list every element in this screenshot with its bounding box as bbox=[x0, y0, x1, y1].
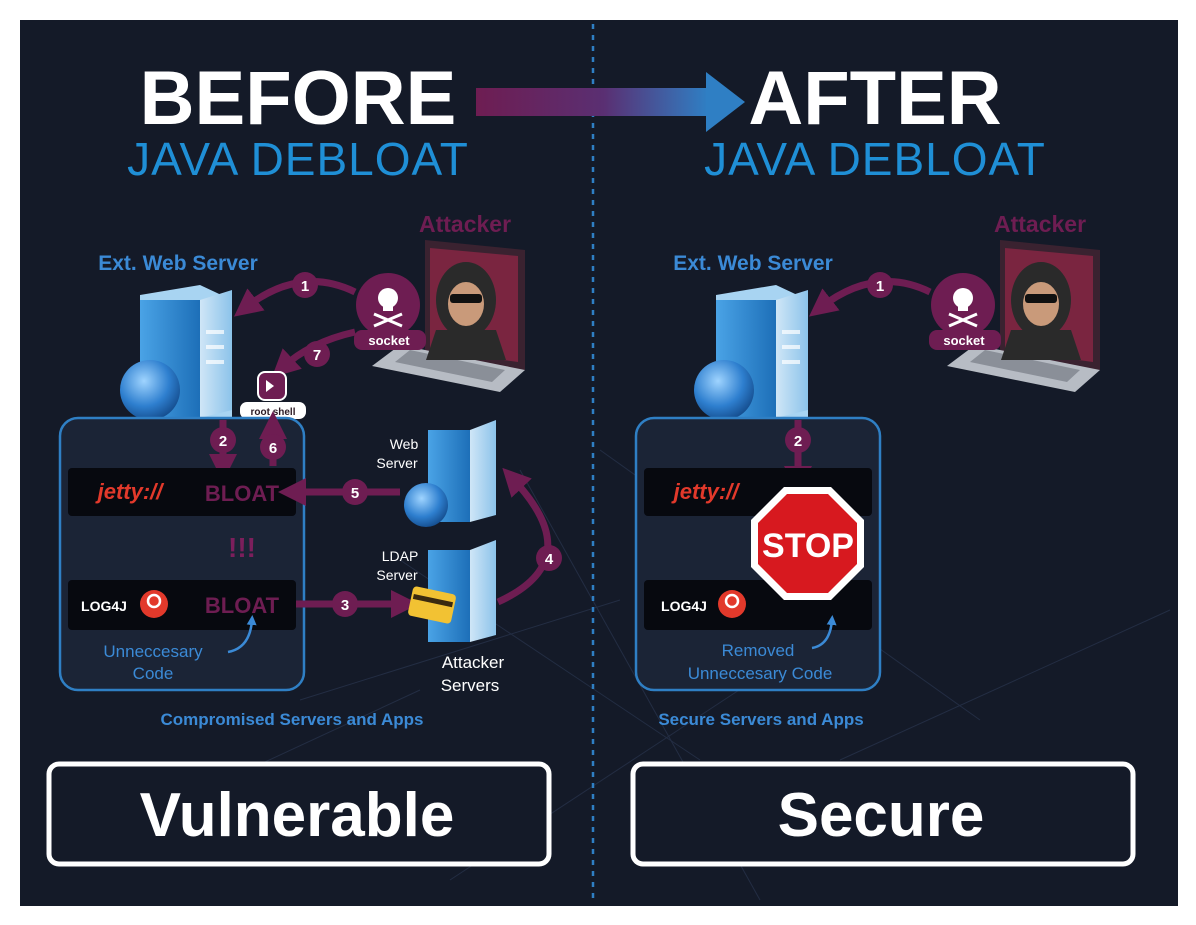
removed-line1: Removed bbox=[722, 641, 795, 660]
before-caption: Compromised Servers and Apps bbox=[161, 710, 424, 729]
after-attacker-label: Attacker bbox=[994, 211, 1086, 237]
before-jetty-bloat: BLOAT bbox=[205, 481, 280, 506]
before-attacker-laptop-icon bbox=[372, 240, 525, 392]
unnecessary-line1: Unneccesary bbox=[103, 642, 203, 661]
attacker-web-server-line1: Web bbox=[390, 436, 419, 452]
before-step-4-badge bbox=[536, 545, 562, 571]
after-web-server-label: Ext. Web Server bbox=[673, 252, 833, 275]
before-step-7-badge bbox=[304, 341, 330, 367]
ldap-server-icon bbox=[408, 540, 496, 642]
attacker-servers-line1: Attacker bbox=[442, 653, 505, 672]
after-caption: Secure Servers and Apps bbox=[658, 710, 863, 729]
before-log4j-logo: LOG4J bbox=[81, 598, 127, 614]
before-step-2: 2 bbox=[219, 433, 227, 450]
after-socket-icon bbox=[929, 273, 1001, 350]
before-socket-icon bbox=[354, 273, 426, 350]
before-attacker-label: Attacker bbox=[419, 211, 511, 237]
before-log4j-cup-icon bbox=[140, 590, 168, 618]
before-jetty-bar bbox=[68, 468, 296, 516]
after-globe-icon bbox=[694, 360, 754, 420]
before-log4j-bloat: BLOAT bbox=[205, 593, 280, 618]
before-step-3: 3 bbox=[341, 597, 349, 614]
before-socket-label: socket bbox=[368, 333, 410, 348]
after-step-1: 1 bbox=[876, 278, 884, 295]
after-socket-label: socket bbox=[943, 333, 985, 348]
before-globe-icon bbox=[120, 360, 180, 420]
before-log4j-bar bbox=[68, 580, 296, 630]
stop-label: STOP bbox=[762, 527, 854, 565]
alert-marks: !!! bbox=[228, 532, 256, 563]
unnecessary-pointer-arrow bbox=[227, 615, 257, 654]
before-web-server-label: Ext. Web Server bbox=[98, 252, 258, 275]
before-after-arrow bbox=[476, 72, 745, 132]
attacker-web-server-line2: Server bbox=[376, 455, 418, 471]
attacker-web-server-icon bbox=[404, 420, 496, 527]
removed-line2: Unneccesary Code bbox=[688, 664, 833, 683]
after-log4j-cup-icon bbox=[718, 590, 746, 618]
before-heading: BEFORE bbox=[140, 56, 457, 141]
before-step-6-badge bbox=[260, 434, 286, 460]
secure-box bbox=[630, 761, 1136, 867]
removed-pointer-arrow bbox=[811, 615, 837, 650]
vulnerable-box bbox=[46, 761, 552, 867]
after-heading: AFTER bbox=[748, 56, 1001, 141]
attacker-servers-line2: Servers bbox=[441, 676, 500, 695]
after-step-1-badge bbox=[867, 272, 893, 298]
root-shell-icon bbox=[240, 371, 306, 419]
ldap-server-line1: LDAP bbox=[382, 548, 419, 564]
before-step-1: 1 bbox=[301, 278, 309, 295]
vulnerable-label: Vulnerable bbox=[140, 781, 455, 850]
before-jetty-logo: jetty:// bbox=[95, 479, 166, 504]
before-step-5: 5 bbox=[351, 485, 359, 502]
after-attacker-laptop-icon bbox=[947, 240, 1100, 392]
secure-label: Secure bbox=[778, 781, 985, 850]
before-step-2-badge bbox=[210, 427, 236, 453]
root-shell-label: root shell bbox=[250, 407, 295, 418]
before-step-4: 4 bbox=[545, 551, 554, 568]
after-log4j-logo: LOG4J bbox=[661, 598, 707, 614]
stop-sign-icon bbox=[751, 487, 864, 600]
before-step-7: 7 bbox=[313, 347, 321, 364]
unnecessary-line2: Code bbox=[133, 664, 174, 683]
before-step-5-badge bbox=[342, 479, 368, 505]
after-subheading: JAVA DEBLOAT bbox=[704, 133, 1046, 185]
before-step-6: 6 bbox=[269, 440, 277, 457]
after-step-2-badge bbox=[785, 427, 811, 453]
ldap-server-line2: Server bbox=[376, 567, 418, 583]
before-subheading: JAVA DEBLOAT bbox=[127, 133, 469, 185]
after-step-2: 2 bbox=[794, 433, 802, 450]
before-step-1-badge bbox=[292, 272, 318, 298]
before-step-3-badge bbox=[332, 591, 358, 617]
after-jetty-logo: jetty:// bbox=[671, 479, 742, 504]
